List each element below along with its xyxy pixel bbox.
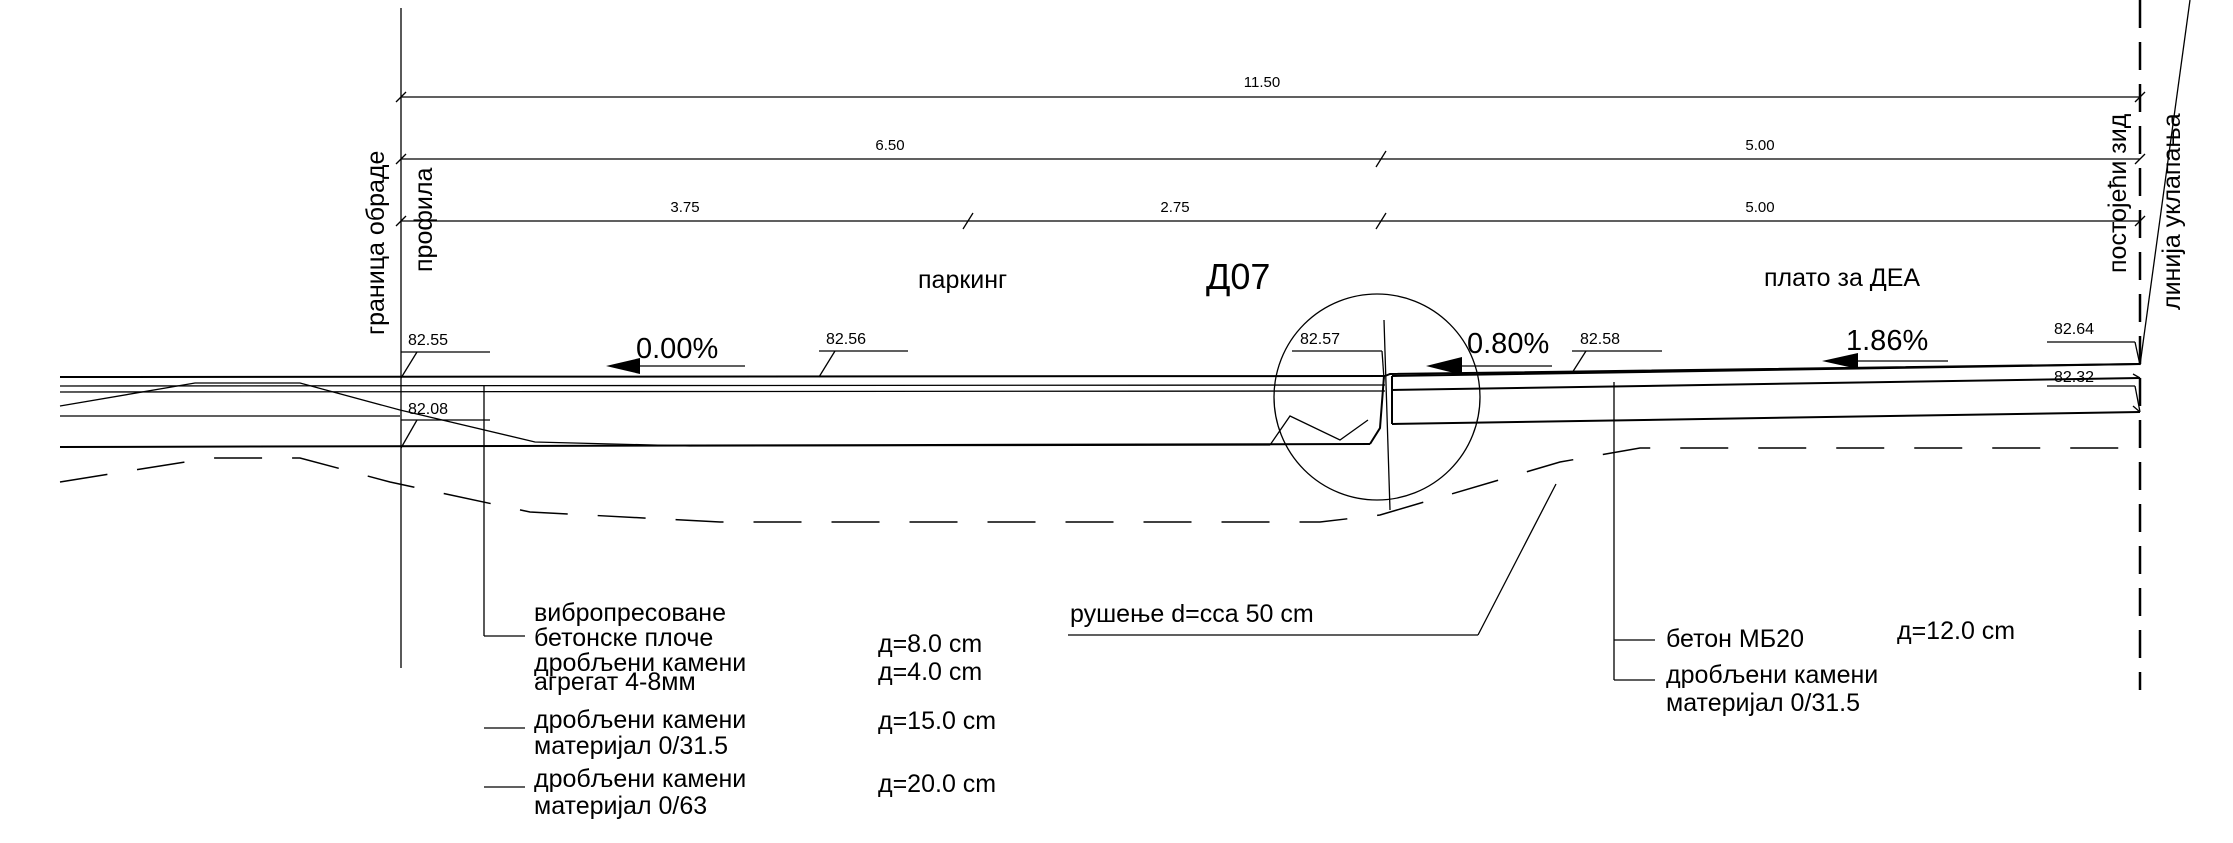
fit-diagonal-line <box>2139 0 2191 366</box>
leaders-right <box>1613 382 1655 681</box>
dimension-chain-row3: 3.75 2.75 5.00 <box>395 199 2146 230</box>
boundary-label-line1: граница обраде <box>362 151 390 335</box>
level-right-bottom: 82.32 <box>2047 369 2141 413</box>
dim-row3-b: 2.75 <box>1160 199 1189 216</box>
fit-line-label: линија уклапања <box>2158 113 2186 310</box>
layer-4-name-line2: материјал 0/63 <box>534 792 707 820</box>
demolition-note: рушење d=cca 50 cm <box>1068 483 1557 636</box>
dim-row2-right: 5.00 <box>1745 137 1774 154</box>
dim-row2-left: 6.50 <box>875 137 904 154</box>
layer-list-left: вибропресоване бетонске плоче д=8.0 cm д… <box>534 599 996 820</box>
plateau-label: плато за ДЕА <box>1764 264 1920 292</box>
dim-overall: 11.50 <box>1244 74 1280 91</box>
layer-4-name-line1: дробљени камени <box>534 765 746 793</box>
level-parking-mid: 82.56 <box>818 331 908 378</box>
svg-text:0.80%: 0.80% <box>1467 328 1549 360</box>
leaders-left <box>483 386 525 788</box>
svg-text:82.56: 82.56 <box>826 331 866 348</box>
layer-3-thickness: д=15.0 cm <box>878 707 996 735</box>
layer-2-thickness: д=4.0 cm <box>878 658 982 686</box>
layer-1-name-line1: вибропресоване <box>534 599 726 627</box>
layer-1-thickness: д=8.0 cm <box>878 630 982 658</box>
detail-mark: Д07 <box>1206 256 1270 297</box>
layer-1-name-line2: бетонске плоче <box>534 624 713 652</box>
dim-row3-a: 3.75 <box>670 199 699 216</box>
svg-text:82.32: 82.32 <box>2054 369 2094 386</box>
slope-arrow-middle: 0.80% <box>1426 328 1552 375</box>
svg-text:82.58: 82.58 <box>1580 331 1620 348</box>
demolition-dashed-line <box>59 447 2140 523</box>
level-detail: 82.57 <box>1292 331 1385 380</box>
right-layer-1-thickness: д=12.0 cm <box>1897 617 2015 645</box>
dim-row3-c: 5.00 <box>1745 199 1774 216</box>
pavement-section <box>59 293 2141 511</box>
existing-wall-label: постојећи зид <box>2104 113 2132 273</box>
svg-text:82.08: 82.08 <box>408 401 448 418</box>
svg-text:1.86%: 1.86% <box>1846 325 1928 357</box>
level-right-top: 82.64 <box>2047 321 2141 366</box>
svg-text:82.64: 82.64 <box>2054 321 2094 338</box>
layer-2-name-line1: дробљени камени <box>534 649 746 677</box>
svg-text:0.00%: 0.00% <box>636 333 718 365</box>
dimension-chain-row2: 6.50 5.00 <box>395 137 2146 168</box>
right-layer-2-name-line2: материјал 0/31.5 <box>1666 689 1860 717</box>
parking-label: паркинг <box>918 266 1007 294</box>
svg-text:82.57: 82.57 <box>1300 331 1340 348</box>
slope-arrow-plateau: 1.86% <box>1822 325 1948 369</box>
layer-4-thickness: д=20.0 cm <box>878 770 996 798</box>
level-left-top: 82.55 <box>400 332 490 379</box>
dimension-chain-overall: 11.50 <box>395 74 2146 103</box>
right-layer-1-name: бетон МБ20 <box>1666 625 1804 653</box>
right-layer-2-name-line1: дробљени камени <box>1666 661 1878 689</box>
level-left-bottom: 82.08 <box>400 401 490 449</box>
boundary-label-line2: профила <box>410 168 438 272</box>
level-plateau-start: 82.58 <box>1571 331 1662 374</box>
svg-text:82.55: 82.55 <box>408 332 448 349</box>
layer-list-right: бетон МБ20 д=12.0 cm дробљени камени мат… <box>1666 617 2015 717</box>
layer-3-name-line2: материјал 0/31.5 <box>534 732 728 760</box>
slope-arrow-parking: 0.00% <box>606 333 745 374</box>
svg-text:рушење d=cca 50 cm: рушење d=cca 50 cm <box>1070 600 1314 628</box>
layer-2-name-line2: агрегат 4-8мм <box>534 668 696 696</box>
layer-3-name-line1: дробљени камени <box>534 706 746 734</box>
